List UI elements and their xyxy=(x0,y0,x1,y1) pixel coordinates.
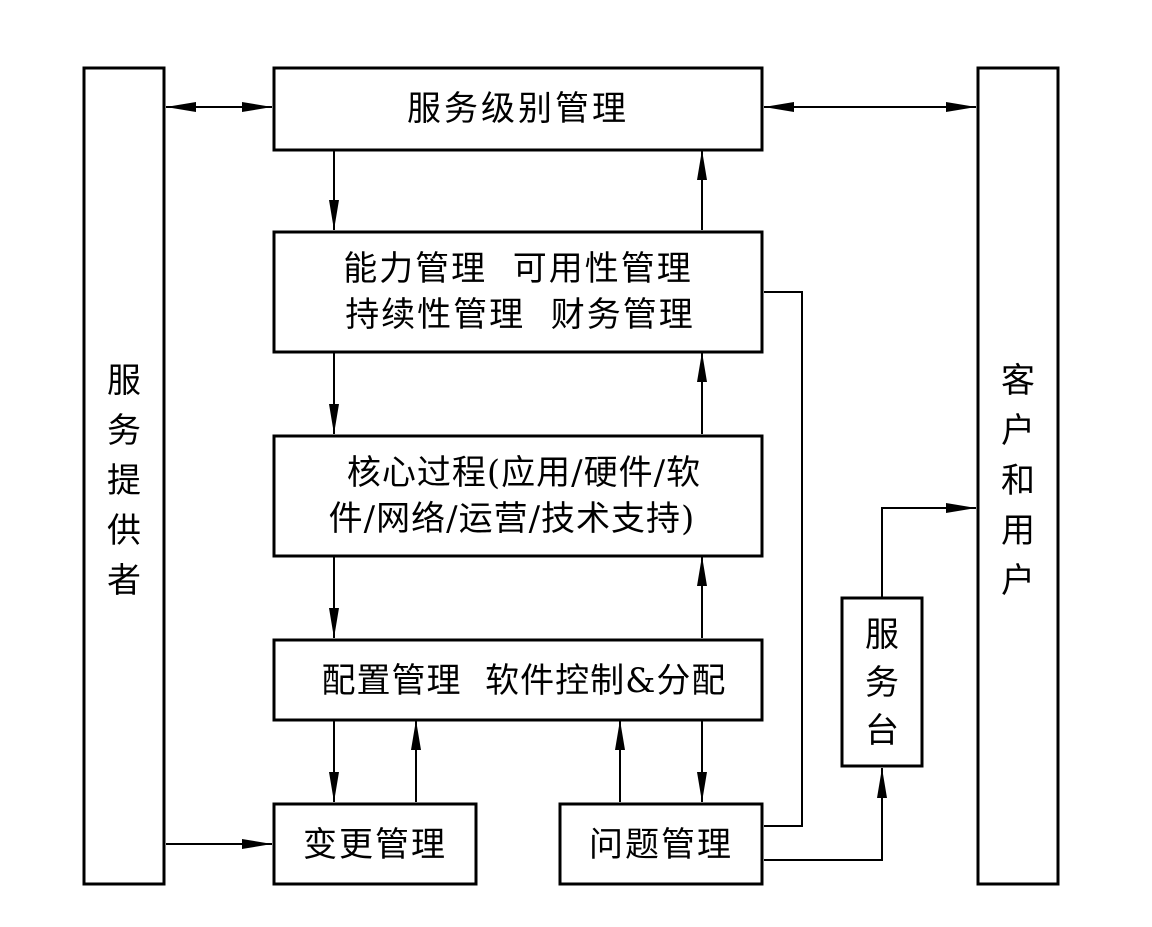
service-level-mgmt-label: 服务级别管理 xyxy=(407,89,629,129)
problem-capacity-link xyxy=(764,291,803,827)
customers-users-label: 客户和用户 xyxy=(1001,361,1035,601)
problem-mgmt-label: 问题管理 xyxy=(589,825,733,865)
customers-users-node: 客户和用户 xyxy=(976,66,1060,886)
core-process-node: 核心过程(应用/硬件/软 件/网络/运营/技术支持) xyxy=(272,434,764,558)
service-desk-node: 服务台 xyxy=(840,596,924,768)
problem-to-service-desk-arrow xyxy=(764,768,887,861)
service-provider-label: 服务提供者 xyxy=(107,361,141,601)
core-process-label-line2: 件/网络/运营/技术支持) xyxy=(329,499,696,539)
capacity-label-line2: 持续性管理 财务管理 xyxy=(345,295,695,335)
capacity-node: 能力管理 可用性管理 持续性管理 财务管理 xyxy=(272,230,764,354)
config-mgmt-label: 配置管理 软件控制&分配 xyxy=(322,661,727,701)
service-desk-label: 服务台 xyxy=(865,615,899,751)
change-mgmt-label: 变更管理 xyxy=(303,825,447,865)
service-provider-node: 服务提供者 xyxy=(82,66,166,886)
service-desk-to-customers-arrow xyxy=(881,503,976,598)
config-mgmt-node: 配置管理 软件控制&分配 xyxy=(272,638,764,722)
core-process-label-line1: 核心过程(应用/硬件/软 xyxy=(347,453,701,493)
change-mgmt-node: 变更管理 xyxy=(272,802,478,886)
problem-mgmt-node: 问题管理 xyxy=(558,802,764,886)
service-level-mgmt-node: 服务级别管理 xyxy=(272,66,764,152)
connectors xyxy=(166,102,976,861)
capacity-label-line1: 能力管理 可用性管理 xyxy=(343,249,693,289)
